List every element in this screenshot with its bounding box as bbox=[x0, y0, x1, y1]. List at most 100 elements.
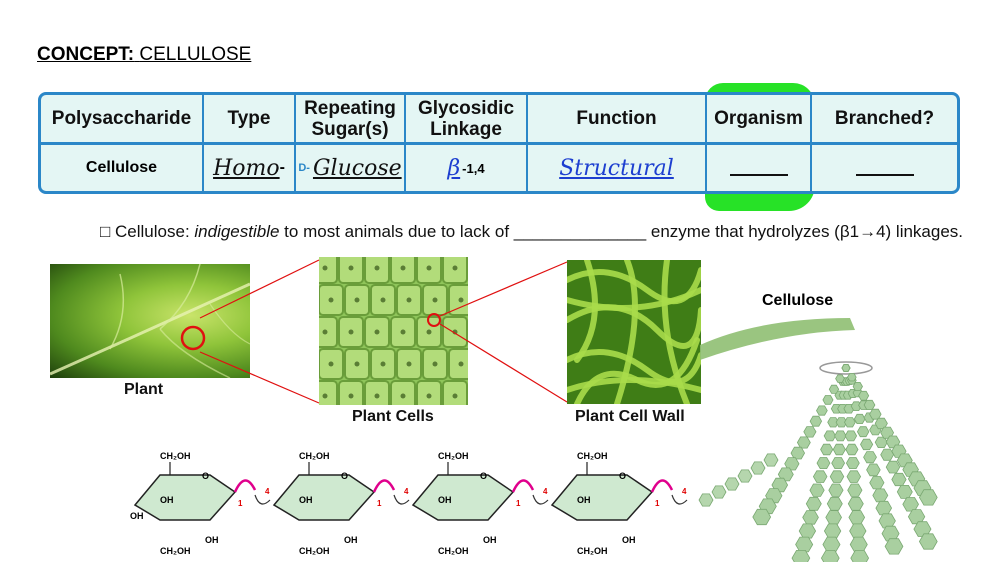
glucose-bead bbox=[829, 470, 845, 483]
fiber-pattern bbox=[567, 260, 701, 404]
glucose-bead bbox=[777, 467, 794, 482]
zoom-line-1a bbox=[199, 259, 320, 319]
sugar-handwritten: Glucose bbox=[312, 155, 402, 181]
cell-nucleus bbox=[406, 297, 412, 303]
glucose-bead bbox=[822, 395, 834, 405]
glucose-ring bbox=[133, 474, 237, 521]
cell-nucleus bbox=[452, 393, 458, 399]
carbon-1-label: 1 bbox=[655, 499, 660, 508]
glucose-bead bbox=[796, 436, 811, 449]
fiber-bundle bbox=[700, 318, 855, 360]
glucose-bead bbox=[848, 510, 866, 525]
ch2oh-top-label: CH₂OH bbox=[438, 451, 469, 461]
plant-cell bbox=[416, 380, 442, 405]
cell-nucleus bbox=[400, 329, 406, 335]
glucose-bead bbox=[827, 417, 839, 428]
col-polysaccharide: Polysaccharide Cellulose bbox=[41, 95, 204, 191]
cell-linkage: β -1,4 bbox=[406, 145, 526, 191]
type-handwritten: Homo bbox=[213, 155, 280, 181]
chain-bead bbox=[763, 453, 779, 467]
beta-link-bond bbox=[650, 479, 674, 493]
zoom-line-2b bbox=[439, 323, 568, 403]
type-suffix: - bbox=[279, 159, 285, 176]
glucose-bead bbox=[847, 496, 864, 511]
glucose-bead bbox=[823, 430, 837, 442]
cellulose-fiber bbox=[574, 260, 598, 363]
glucose-bead bbox=[850, 401, 862, 412]
glucose-bead bbox=[828, 483, 844, 497]
zoom-line-1b bbox=[199, 351, 320, 404]
cell-nucleus bbox=[354, 361, 360, 367]
caption-cellulose: Cellulose bbox=[762, 292, 834, 309]
glucose-bead bbox=[841, 364, 851, 372]
glucose-bead bbox=[875, 500, 893, 516]
cell-nucleus bbox=[348, 265, 354, 271]
glucose-bead bbox=[844, 417, 856, 428]
concept-label: CONCEPT: bbox=[37, 44, 135, 65]
cell-nucleus bbox=[322, 393, 328, 399]
checkbox-glyph: □ bbox=[100, 222, 111, 241]
glucose-bead bbox=[918, 489, 938, 506]
glucose-bead bbox=[869, 476, 885, 490]
cell-nucleus bbox=[348, 393, 354, 399]
cell-nucleus bbox=[380, 361, 386, 367]
chain-bead bbox=[724, 477, 740, 491]
col-type: Type Homo - bbox=[204, 95, 296, 191]
col-function: Function Structural bbox=[528, 95, 707, 191]
plant-cell bbox=[319, 316, 338, 348]
header-sugar: Repeating Sugar(s) bbox=[296, 95, 404, 145]
cell-nucleus bbox=[380, 297, 386, 303]
cell-nucleus bbox=[328, 361, 334, 367]
carbon-4-label: 4 bbox=[265, 487, 270, 496]
cell-nucleus bbox=[458, 297, 464, 303]
carbon-4-label: 4 bbox=[543, 487, 548, 496]
chain-bead bbox=[711, 485, 727, 499]
glucose-bead bbox=[816, 457, 831, 470]
plant-cell bbox=[390, 380, 416, 405]
carbon-1-label: 1 bbox=[238, 499, 243, 508]
cell-nucleus bbox=[374, 329, 380, 335]
organism-blank bbox=[729, 174, 788, 176]
glucose-bead bbox=[752, 508, 772, 526]
cell-nucleus bbox=[348, 329, 354, 335]
header-organism: Organism bbox=[707, 95, 810, 145]
sentence-start: Cellulose: bbox=[115, 222, 195, 241]
glucose-bead bbox=[885, 460, 901, 474]
glucose-bead bbox=[823, 523, 842, 539]
cell-nucleus bbox=[426, 393, 432, 399]
plant-cell bbox=[338, 380, 364, 405]
glucose-bead bbox=[872, 488, 889, 503]
glucose-bead bbox=[860, 438, 874, 451]
glucose-bead bbox=[832, 443, 846, 456]
carbon-4-label: 4 bbox=[682, 487, 687, 496]
cell-nucleus bbox=[458, 361, 464, 367]
header-polysaccharide: Polysaccharide bbox=[41, 95, 202, 145]
cell-type: Homo - bbox=[204, 145, 294, 191]
cell-nucleus bbox=[432, 361, 438, 367]
cellulose-fiber bbox=[567, 349, 701, 385]
chain-bead bbox=[698, 493, 714, 507]
beta-link-bond bbox=[372, 479, 396, 493]
col-sugar: Repeating Sugar(s) D- Glucose bbox=[296, 95, 406, 191]
carbon-4-label: 4 bbox=[404, 487, 409, 496]
caption-cells: Plant Cells bbox=[352, 408, 434, 425]
glycosidic-oxygen-bond bbox=[671, 494, 688, 505]
sentence-middle: to most animals due to lack of _________… bbox=[279, 222, 860, 241]
glucose-bead bbox=[812, 470, 828, 483]
glucose-bead bbox=[847, 483, 863, 497]
glucose-bead bbox=[816, 405, 828, 416]
arrow-icon: → bbox=[859, 222, 877, 241]
cell-nucleus bbox=[400, 393, 406, 399]
ch2oh-bottom-label: CH₂OH bbox=[438, 546, 469, 556]
cellulose-strands bbox=[698, 364, 938, 562]
glucose-bead bbox=[844, 430, 858, 442]
glucose-bead bbox=[791, 550, 811, 562]
branched-blank bbox=[855, 174, 914, 176]
glucose-bead bbox=[798, 523, 817, 539]
glucose-bead bbox=[803, 426, 817, 438]
zoom-line-2a bbox=[439, 261, 568, 317]
glucose-bead bbox=[856, 426, 870, 438]
cell-branched bbox=[812, 145, 957, 191]
ring-oxygen-label: O bbox=[619, 471, 626, 481]
cell-function: Structural bbox=[528, 145, 705, 191]
